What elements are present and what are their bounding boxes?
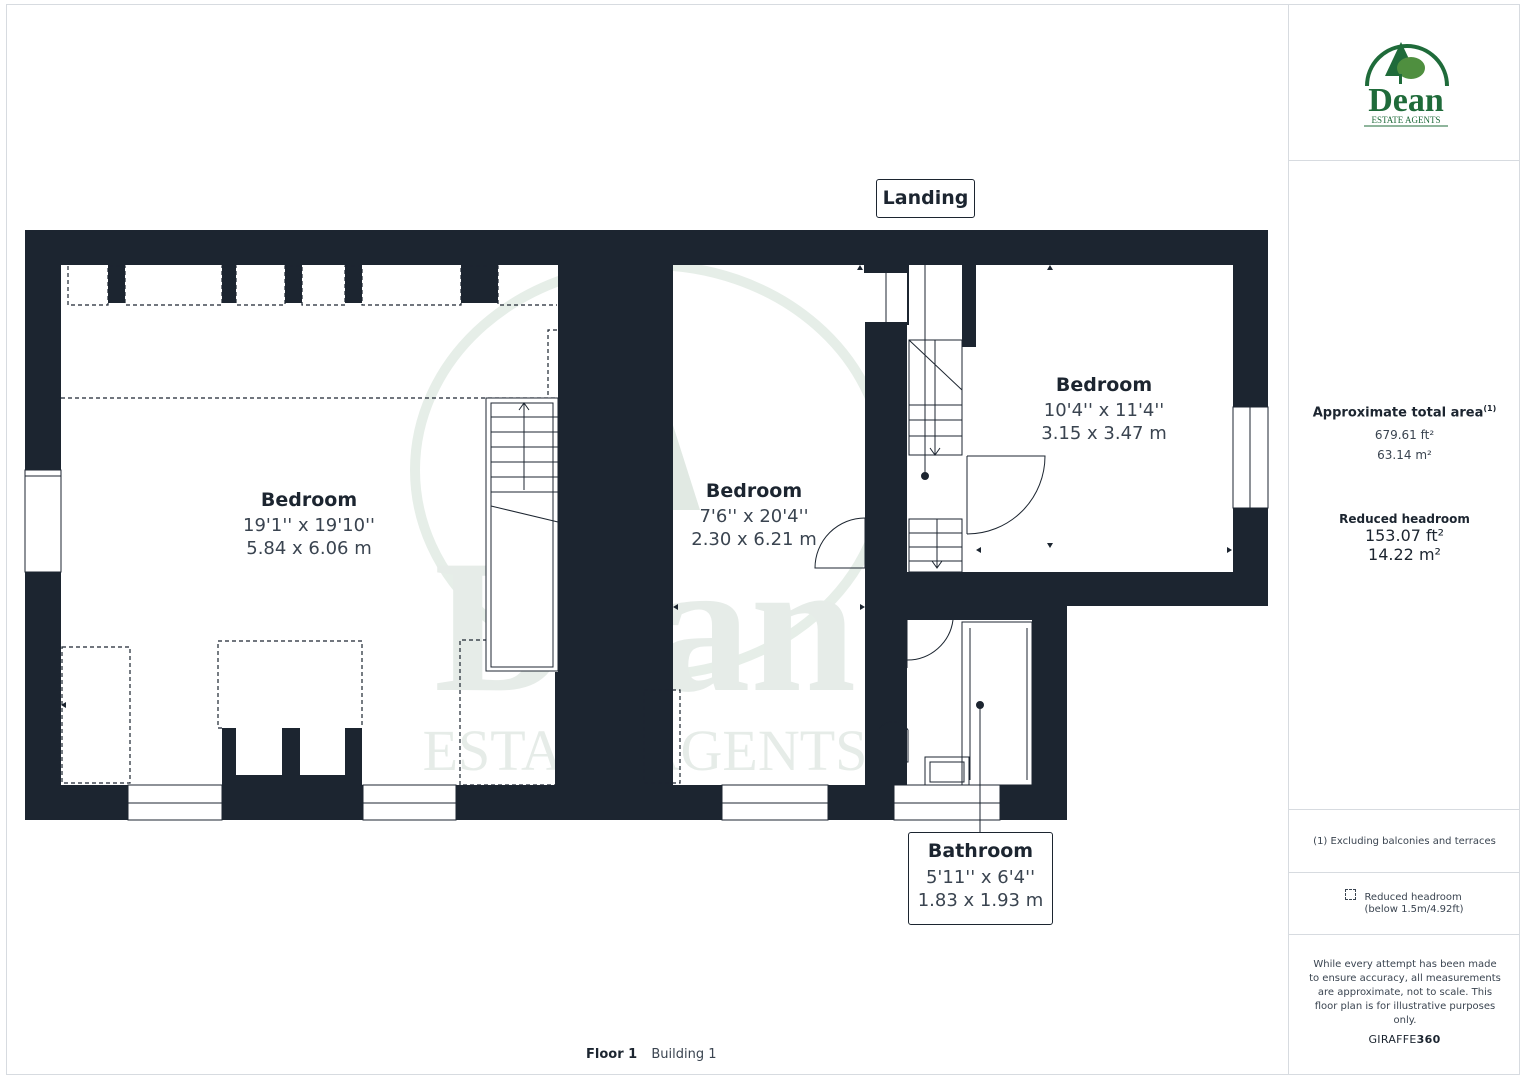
room-dim-metric: 2.30 x 6.21 m [691, 529, 817, 550]
reduced-headroom-zones [61, 265, 681, 786]
note-reduced-line2: (below 1.5m/4.92ft) [1364, 903, 1464, 915]
floor-label: Floor 1 [586, 1047, 638, 1062]
dimension-ticks [61, 265, 1232, 708]
room-bedroom-large: Bedroom 19'1'' x 19'10'' 5.84 x 6.06 m [243, 489, 375, 560]
total-area-m: 63.14 m² [1377, 448, 1432, 463]
room-dim-metric: 1.83 x 1.93 m [917, 890, 1044, 911]
room-dim-imperial: 19'1'' x 19'10'' [243, 515, 375, 536]
logo-sub: ESTATE AGENTS [1371, 115, 1440, 125]
page-frame [6, 4, 1520, 1075]
room-name: Bedroom [705, 480, 803, 502]
total-area-block: Approximate total area(1) 679.61 ft² 63.… [1289, 404, 1520, 462]
dashed-box-icon [1345, 889, 1357, 900]
room-bedroom-middle: Bedroom 7'6'' x 20'4'' 2.30 x 6.21 m [691, 480, 817, 551]
floor-plan: Dean ESTATE AGENTS [24, 230, 1269, 835]
total-area-title: Approximate total area [1312, 405, 1484, 421]
disclaimer: While every attempt has been made to ens… [1309, 959, 1501, 1026]
room-bedroom-right: Bedroom 10'4'' x 11'4'' 3.15 x 3.47 m [1041, 374, 1167, 445]
info-sidebar: Dean ESTATE AGENTS Approximate total are… [1288, 4, 1520, 1075]
stairs-left [485, 397, 559, 672]
reduced-headroom-block: Reduced headroom 153.07 ft² 14.22 m² [1289, 512, 1520, 564]
logo-word: Dean [1368, 82, 1444, 119]
building-label: Building 1 [651, 1047, 717, 1062]
note-reduced-headroom: Reduced headroom (below 1.5m/4.92ft) [1289, 873, 1520, 935]
room-bathroom: Bathroom 5'11'' x 6'4'' 1.83 x 1.93 m [908, 832, 1053, 925]
total-area-footnote: (1) [1483, 404, 1497, 413]
room-name: Landing [882, 187, 969, 209]
reduced-headroom-m: 14.22 m² [1368, 545, 1441, 564]
note-reduced-line1: Reduced headroom [1364, 891, 1462, 903]
walls [25, 230, 1268, 820]
room-landing: Landing [876, 179, 975, 218]
brand-a: GIRAFFE [1368, 1033, 1417, 1046]
room-name: Bathroom [927, 840, 1034, 862]
room-dim-imperial: 5'11'' x 6'4'' [925, 867, 1036, 888]
room-name: Bedroom [1055, 374, 1153, 396]
stairs-landing [908, 230, 963, 573]
room-dim-imperial: 10'4'' x 11'4'' [1043, 400, 1165, 421]
giraffe-brand: GIRAFFE360 [1289, 1033, 1520, 1046]
windows [24, 406, 1269, 821]
reduced-headroom-ft: 153.07 ft² [1364, 526, 1445, 545]
brand-logo: Dean ESTATE AGENTS [1289, 4, 1520, 161]
doors [814, 273, 1046, 835]
room-name: Bedroom [260, 489, 358, 511]
note-excluding: (1) Excluding balconies and terraces [1289, 809, 1520, 873]
room-dim-metric: 5.84 x 6.06 m [246, 538, 372, 559]
reduced-headroom-title: Reduced headroom [1339, 512, 1470, 526]
floor-caption: Floor 1 Building 1 [586, 1047, 716, 1062]
room-dim-metric: 3.15 x 3.47 m [1041, 423, 1167, 444]
room-dim-imperial: 7'6'' x 20'4'' [699, 506, 809, 527]
brand-b: 360 [1416, 1033, 1441, 1046]
total-area-ft: 679.61 ft² [1374, 428, 1435, 443]
